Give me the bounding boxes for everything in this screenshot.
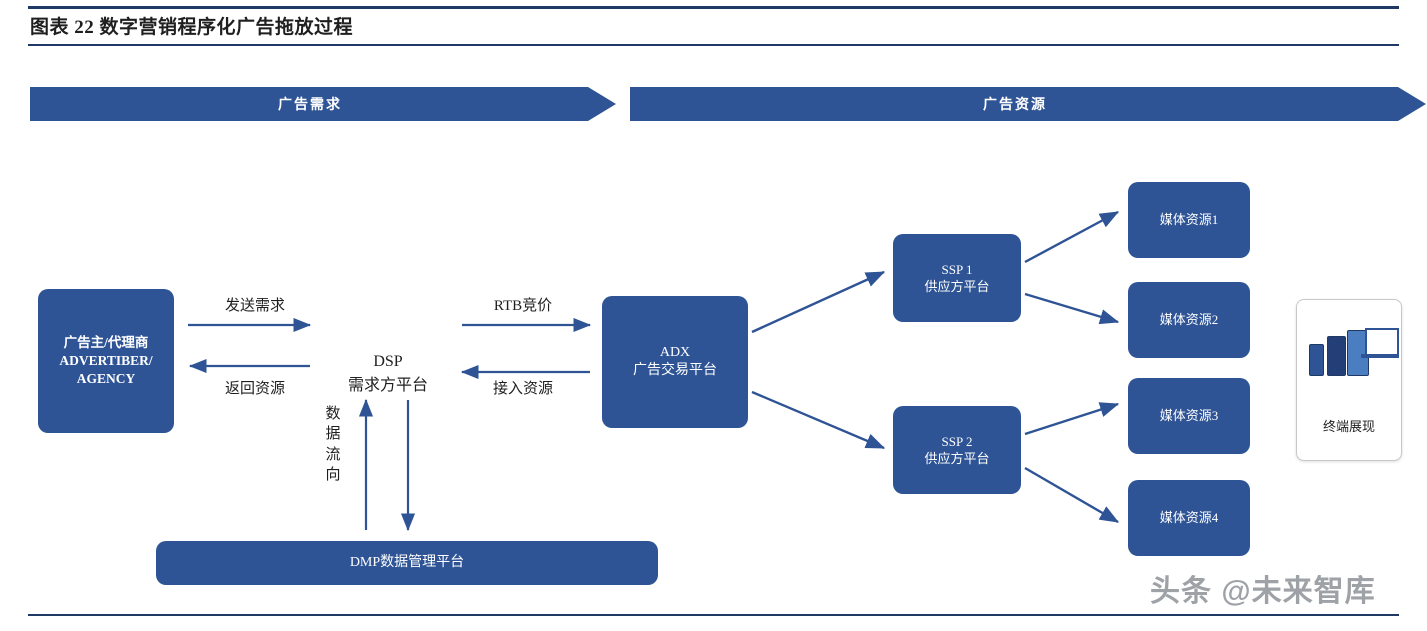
terminal-caption: 终端展现: [1322, 419, 1375, 434]
node-media-1-label: 媒体资源1: [1159, 212, 1219, 228]
node-media-3[interactable]: 媒体资源3: [1128, 378, 1250, 454]
node-adx-line1: ADX: [659, 344, 691, 360]
node-ssp1-line1: SSP 1: [941, 261, 973, 277]
node-adx[interactable]: ADX 广告交易平台: [602, 296, 748, 428]
banner-supply: 广告资源: [630, 87, 1426, 121]
node-media-4-label: 媒体资源4: [1159, 510, 1219, 526]
node-ssp1-line2: 供应方平台: [924, 279, 990, 294]
page-title: 图表 22 数字营销程序化广告拖放过程: [30, 17, 354, 38]
terminal-display-card: 终端展现: [1296, 299, 1402, 461]
header-rule-top: [28, 6, 1399, 9]
node-media-2[interactable]: 媒体资源2: [1128, 282, 1250, 358]
banner-demand: 广告需求: [30, 87, 616, 121]
node-dmp[interactable]: DMP数据管理平台: [156, 541, 658, 585]
phone-icon: [1327, 336, 1346, 376]
node-advertiser-line2: ADVERTIBER/: [59, 353, 153, 369]
phone-small-icon: [1309, 344, 1324, 376]
edge-label-return-resource: 返回资源: [224, 381, 285, 397]
node-dsp-line2: 需求方平台: [347, 377, 428, 394]
node-advertiser-line1: 广告主/代理商: [63, 335, 149, 351]
footer-rule: [28, 614, 1399, 616]
node-advertiser[interactable]: 广告主/代理商 ADVERTIBER/ AGENCY: [38, 289, 174, 433]
node-media-4[interactable]: 媒体资源4: [1128, 480, 1250, 556]
node-dsp: DSP 需求方平台: [318, 350, 458, 398]
edge-label-send-demand: 发送需求: [224, 298, 285, 314]
banner-demand-label: 广告需求: [278, 98, 342, 113]
node-media-2-label: 媒体资源2: [1159, 312, 1219, 328]
node-advertiser-line3: AGENCY: [76, 370, 136, 386]
node-dmp-label: DMP数据管理平台: [349, 554, 465, 570]
node-ssp2-line1: SSP 2: [941, 433, 973, 449]
node-ssp2[interactable]: SSP 2 供应方平台: [893, 406, 1021, 494]
node-ssp1[interactable]: SSP 1 供应方平台: [893, 234, 1021, 322]
banner-supply-label: 广告资源: [983, 98, 1047, 113]
node-media-1[interactable]: 媒体资源1: [1128, 182, 1250, 258]
node-adx-line2: 广告交易平台: [633, 363, 717, 378]
edge-label-data-flow: 数据流向: [325, 406, 341, 484]
edge-label-access-resource: 接入资源: [492, 381, 553, 397]
watermark: 头条 @未来智库: [1150, 575, 1376, 608]
node-ssp2-line2: 供应方平台: [924, 451, 990, 466]
edge-label-rtb-bid: RTB竞价: [493, 298, 553, 314]
node-media-3-label: 媒体资源3: [1159, 408, 1219, 424]
header-rule-bottom: [28, 44, 1399, 46]
laptop-base-icon: [1361, 354, 1399, 358]
node-dsp-line1: DSP: [373, 353, 403, 370]
devices-icon: [1303, 310, 1399, 402]
